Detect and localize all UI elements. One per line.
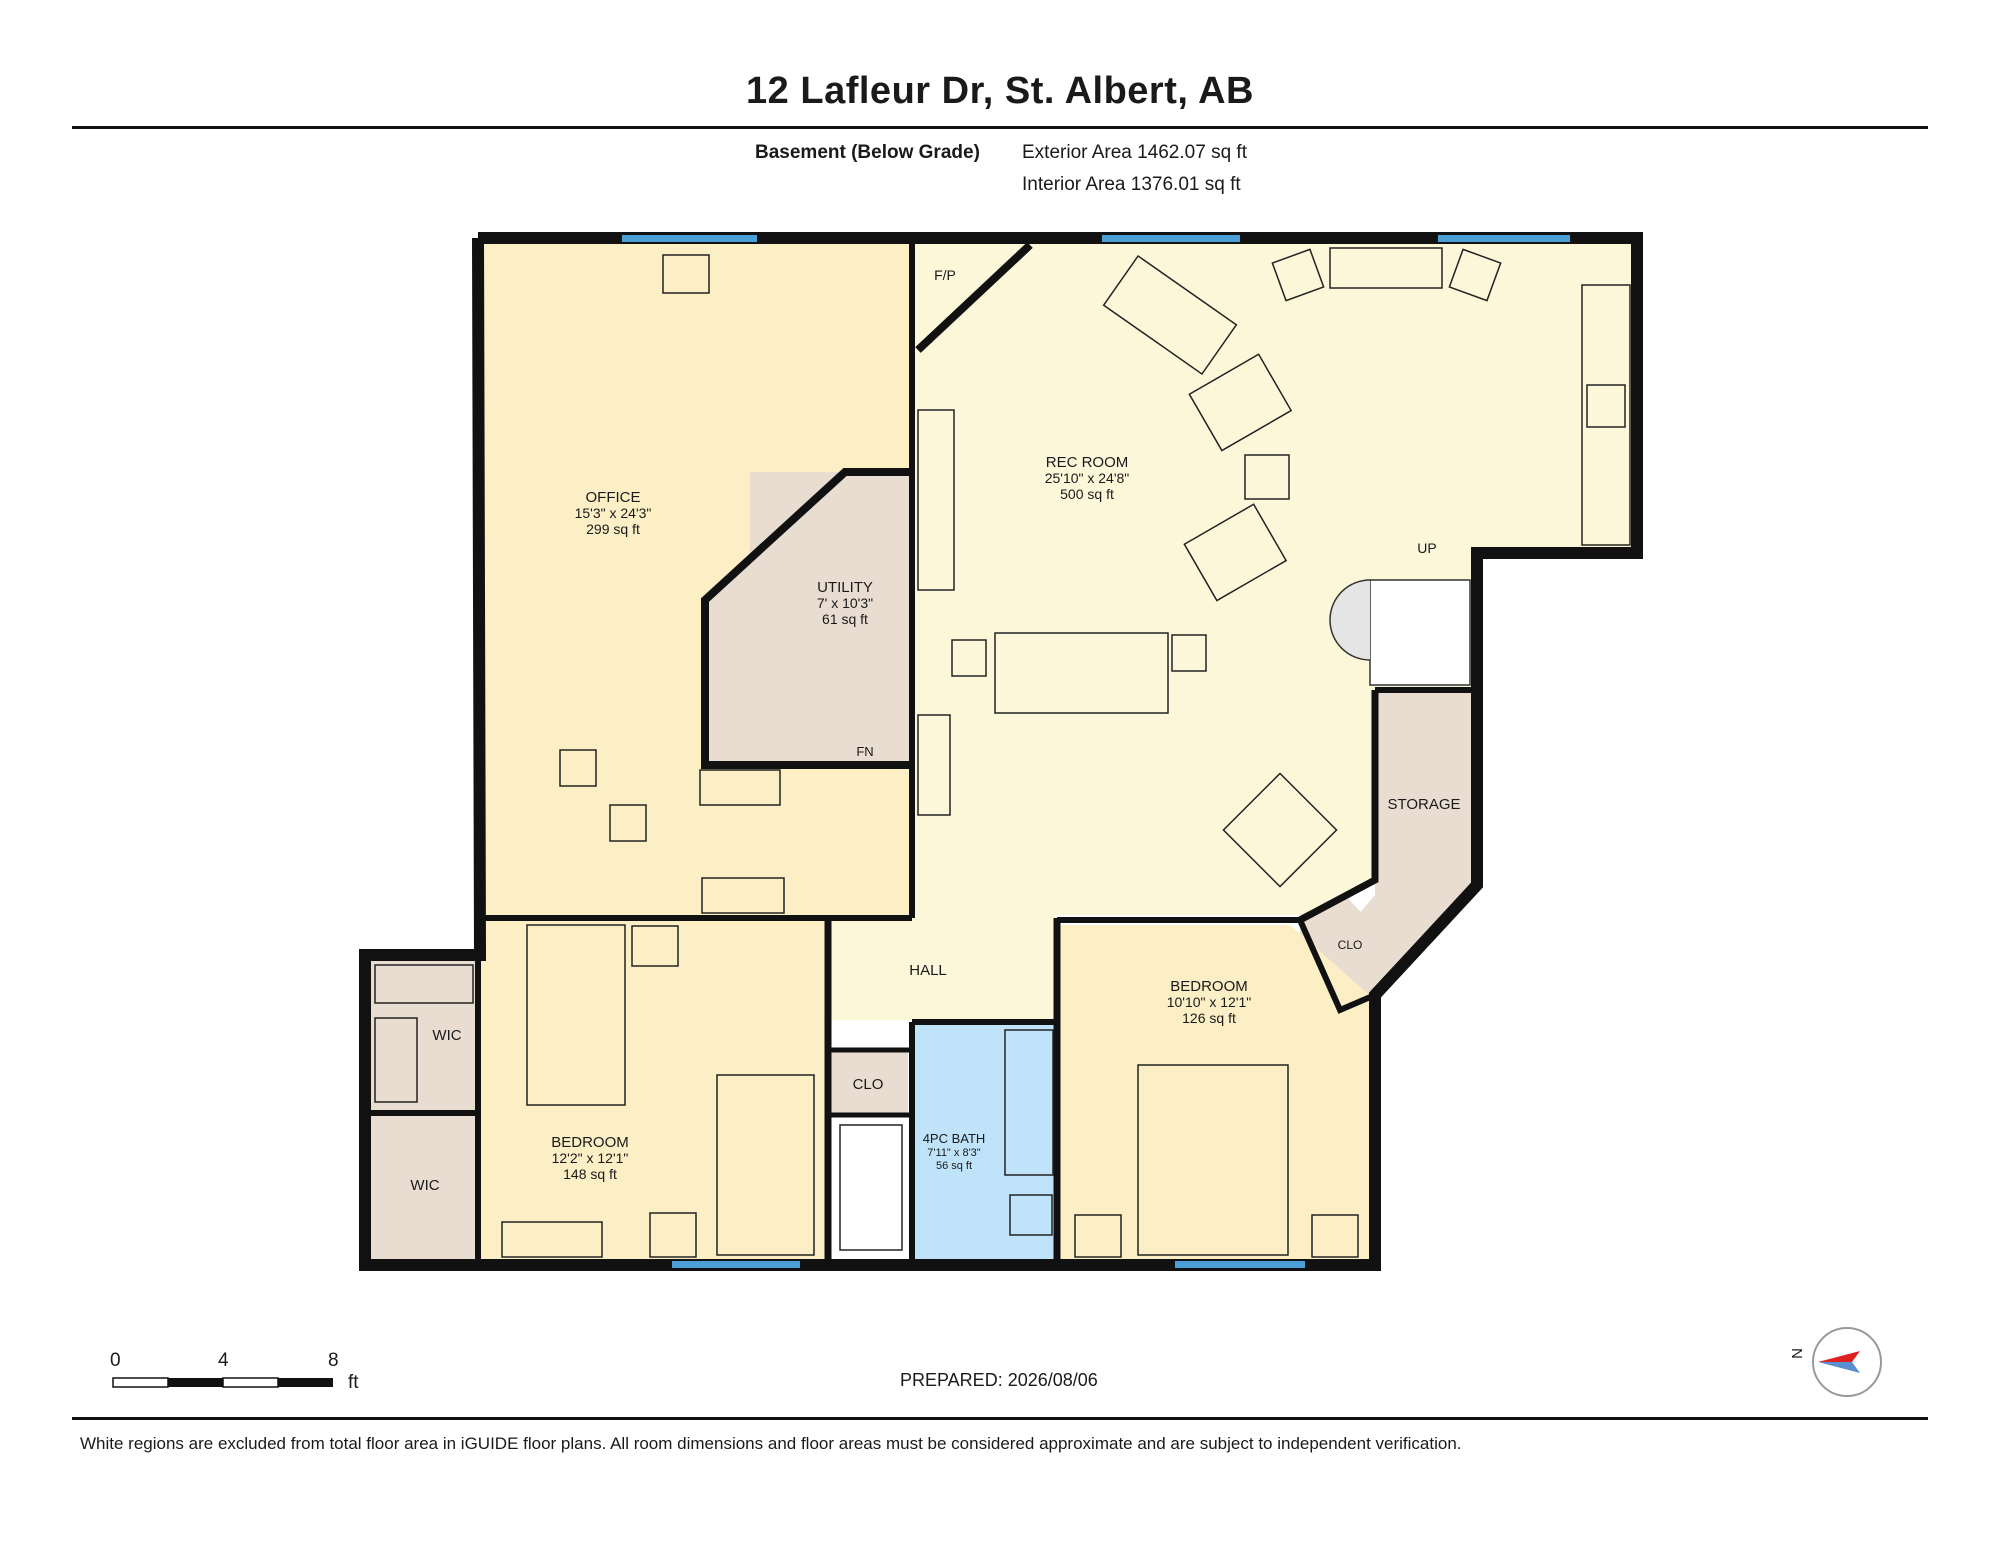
rec-room-dims: 25'10" x 24'8" xyxy=(1045,470,1130,486)
toilet xyxy=(1009,1194,1053,1236)
hall-fill xyxy=(828,920,1058,1020)
window xyxy=(1102,235,1240,242)
wic-top-fill xyxy=(368,955,478,1110)
page-title: 12 Lafleur Dr, St. Albert, AB xyxy=(746,70,1254,112)
ottoman xyxy=(1244,454,1290,500)
counter xyxy=(1581,284,1631,546)
compass-north-label: N xyxy=(1788,1348,1806,1359)
nightstand xyxy=(1311,1214,1359,1258)
sink xyxy=(662,254,710,294)
title-rule xyxy=(72,126,1928,129)
bed xyxy=(716,1074,815,1256)
scale-bar xyxy=(112,1377,333,1388)
window xyxy=(622,235,757,242)
armchair xyxy=(1183,503,1288,602)
bedroom-left-area: 148 sq ft xyxy=(563,1166,617,1182)
wall-storage-left xyxy=(1298,690,1379,924)
fn-label: FN xyxy=(856,744,873,759)
cabinet xyxy=(917,409,955,591)
fireplace-wall xyxy=(915,242,1033,353)
chair xyxy=(1448,248,1502,302)
cabinet xyxy=(917,714,951,816)
table xyxy=(1222,772,1338,888)
desk xyxy=(701,877,785,914)
wic-top-label: WIC xyxy=(432,1027,461,1044)
sofa xyxy=(994,632,1169,714)
utility-label: UTILITY xyxy=(817,579,873,596)
chair xyxy=(1171,634,1207,672)
sink xyxy=(1586,384,1626,428)
nightstand xyxy=(1074,1214,1122,1258)
armchair xyxy=(1188,353,1293,452)
bed xyxy=(526,924,626,1106)
chair xyxy=(1271,248,1325,302)
vanity xyxy=(1004,1029,1054,1176)
chair xyxy=(951,639,987,677)
hall-label: HALL xyxy=(909,962,947,979)
chair xyxy=(559,749,597,787)
clo-hall-fill xyxy=(828,1050,908,1115)
clo-hall-label: CLO xyxy=(853,1076,884,1093)
scale-tick-8: 8 xyxy=(328,1350,339,1371)
bathtub xyxy=(839,1124,903,1251)
wall-utility xyxy=(701,468,912,769)
console xyxy=(1329,247,1443,289)
office-label: OFFICE xyxy=(586,489,641,506)
storage-label: STORAGE xyxy=(1387,796,1460,813)
up-label: UP xyxy=(1417,540,1436,556)
nightstand xyxy=(649,1212,697,1258)
prepared-date: PREPARED: 2026/08/06 xyxy=(900,1370,1098,1390)
window xyxy=(672,1261,800,1268)
bedroom-left-fill xyxy=(480,920,825,1260)
utility-dims: 7' x 10'3" xyxy=(817,595,873,611)
scale-tick-0: 0 xyxy=(110,1350,121,1371)
bedroom-left-dims: 12'2" x 12'1" xyxy=(552,1150,629,1166)
utility-area: 61 sq ft xyxy=(822,611,868,627)
stairs xyxy=(1329,579,1471,686)
fp-label: F/P xyxy=(934,267,956,283)
disclaimer: White regions are excluded from total fl… xyxy=(80,1434,1462,1453)
office-area: 299 sq ft xyxy=(586,521,640,537)
window xyxy=(1175,1261,1305,1268)
bedroom-right-label: BEDROOM xyxy=(1170,978,1248,995)
shelf xyxy=(374,1017,418,1103)
chair xyxy=(609,804,647,842)
wall-clo xyxy=(1297,918,1377,1014)
window xyxy=(1438,235,1570,242)
sofa xyxy=(1102,254,1238,376)
bedroom-right-dims: 10'10" x 12'1" xyxy=(1167,994,1252,1010)
bedroom-left-label: BEDROOM xyxy=(551,1134,629,1151)
rec-room-area: 500 sq ft xyxy=(1060,486,1114,502)
bath-area: 56 sq ft xyxy=(936,1160,972,1172)
clo-bedroom-label: CLO xyxy=(1338,938,1363,952)
furniture xyxy=(374,247,1631,1258)
bath-label: 4PC BATH xyxy=(923,1131,986,1146)
dresser xyxy=(501,1221,603,1258)
desk xyxy=(699,769,781,806)
floor-name: Basement (Below Grade) xyxy=(755,142,980,163)
scale-tick-4: 4 xyxy=(218,1350,229,1371)
bedroom-right-area: 126 sq ft xyxy=(1182,1010,1236,1026)
nightstand xyxy=(631,925,679,967)
bed xyxy=(1137,1064,1289,1256)
interior-area: Interior Area 1376.01 sq ft xyxy=(1022,174,1241,195)
bath-fill xyxy=(912,1025,1055,1260)
wic-bottom-fill xyxy=(368,1115,478,1260)
scale-unit: ft xyxy=(348,1372,359,1393)
utility-fill xyxy=(705,472,910,765)
footer-rule xyxy=(72,1417,1928,1420)
compass-icon xyxy=(1812,1327,1882,1397)
office-dims: 15'3" x 24'3" xyxy=(575,505,652,521)
shelf xyxy=(374,964,474,1004)
bath-dims: 7'11" x 8'3" xyxy=(927,1147,980,1159)
wic-bottom-label: WIC xyxy=(410,1177,439,1194)
exterior-area: Exterior Area 1462.07 sq ft xyxy=(1022,142,1247,163)
rec-room-fill xyxy=(910,240,1635,1020)
rec-room-label: REC ROOM xyxy=(1046,454,1129,471)
